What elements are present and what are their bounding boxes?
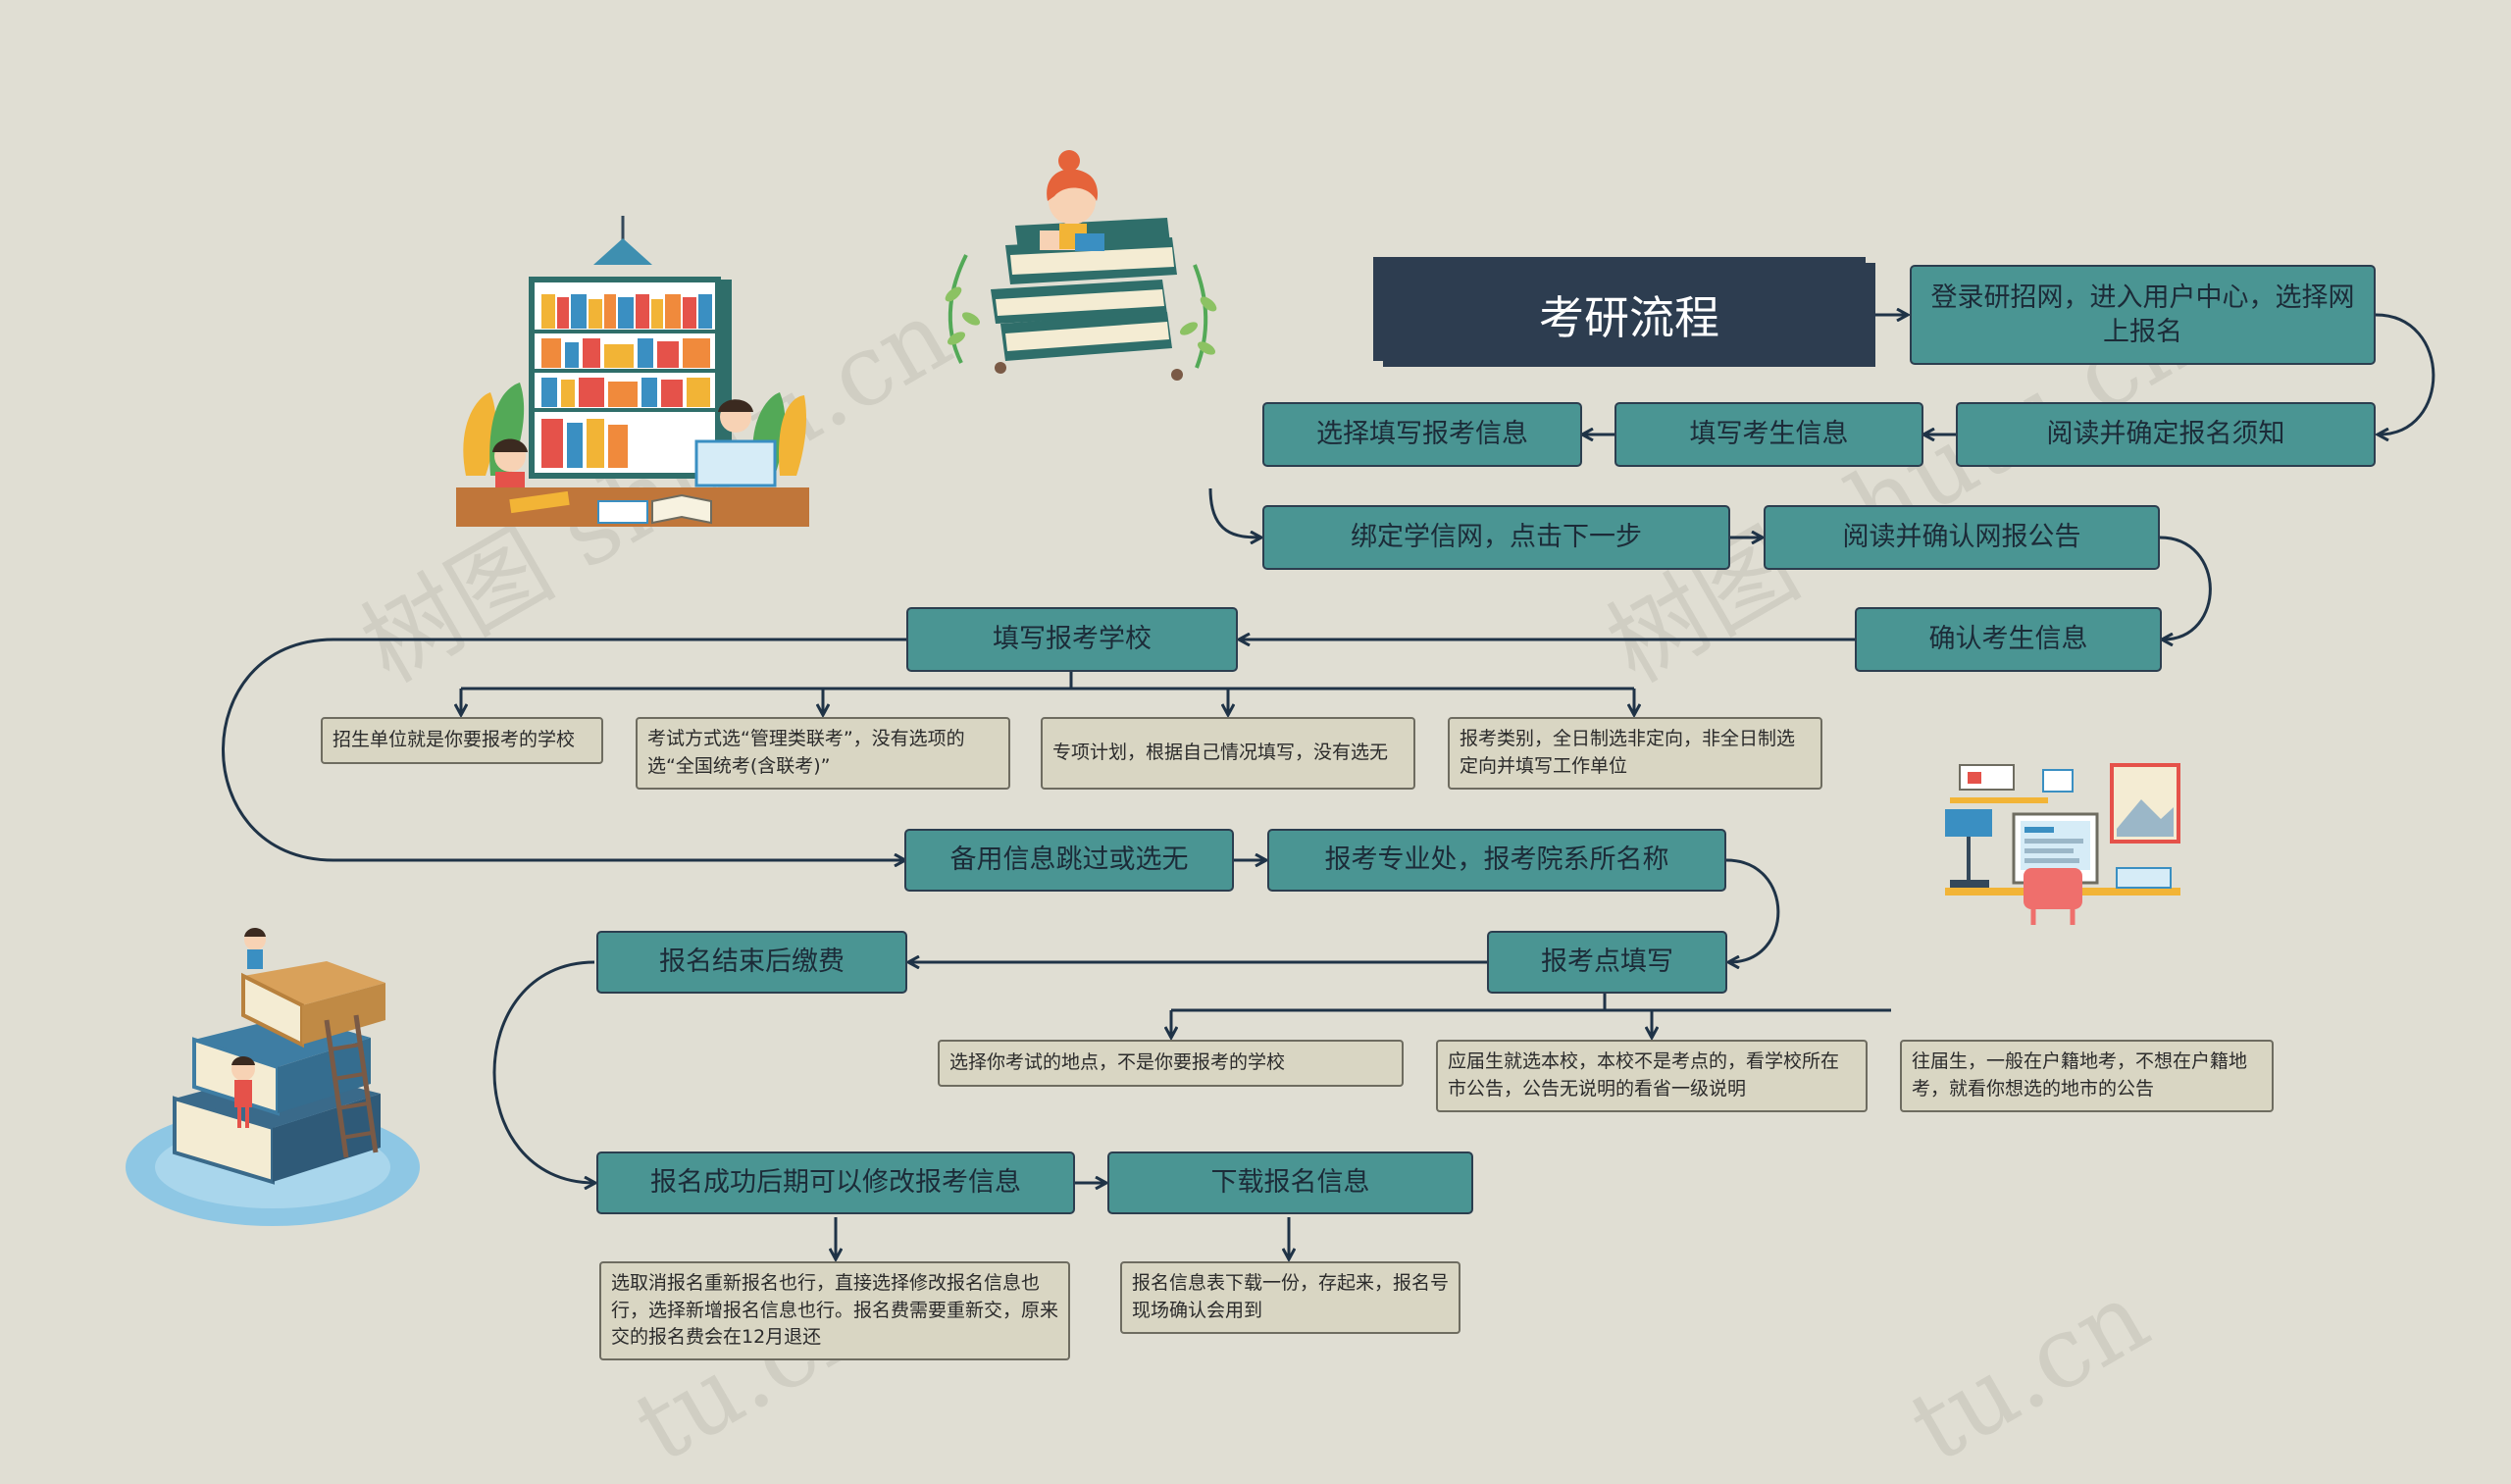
bookshelf-illustration bbox=[456, 216, 809, 527]
step-download: 下载报名信息 bbox=[1107, 1151, 1473, 1214]
step-backup: 备用信息跳过或选无 bbox=[904, 829, 1234, 892]
note-school-4: 报考类别，全日制选非定向，非全日制选定向并填写工作单位 bbox=[1448, 717, 1822, 790]
note-site-1: 选择你考试的地点，不是你要报考的学校 bbox=[938, 1040, 1404, 1087]
step-major: 报考专业处，报考院系所名称 bbox=[1267, 829, 1726, 892]
step-modify: 报名成功后期可以修改报考信息 bbox=[596, 1151, 1075, 1214]
mindmap-canvas: 树图 shutu.cn 树图 shutu.cn tu.cn tu.cn bbox=[126, 150, 2435, 1484]
step-select-info: 选择填写报考信息 bbox=[1262, 402, 1582, 467]
note-school-1: 招生单位就是你要报考的学校 bbox=[321, 717, 603, 764]
note-download: 报名信息表下载一份，存起来，报名号现场确认会用到 bbox=[1120, 1261, 1460, 1334]
step-fill-info: 填写考生信息 bbox=[1614, 402, 1923, 467]
step-bind-xuexin: 绑定学信网，点击下一步 bbox=[1262, 505, 1730, 570]
note-site-2: 应届生就选本校，本校不是考点的，看学校所在市公告，公告无说明的看省一级说明 bbox=[1436, 1040, 1868, 1112]
note-modify: 选取消报名重新报名也行，直接选择修改报名信息也行，选择新增报名信息也行。报名费需… bbox=[599, 1261, 1070, 1360]
diagram-title: 考研流程 bbox=[1383, 263, 1875, 367]
step-fill-school: 填写报考学校 bbox=[906, 607, 1238, 672]
step-read-announce: 阅读并确认网报公告 bbox=[1764, 505, 2160, 570]
step-pay: 报名结束后缴费 bbox=[596, 931, 907, 994]
step-exam-site: 报考点填写 bbox=[1487, 931, 1727, 994]
step-login: 登录研招网，进入用户中心，选择网上报名 bbox=[1910, 265, 2376, 365]
girl-reading-illustration bbox=[945, 150, 1217, 381]
note-school-3: 专项计划，根据自己情况填写，没有选无 bbox=[1041, 717, 1415, 790]
watermark: tu.cn bbox=[1890, 1258, 2167, 1484]
desk-illustration bbox=[1945, 763, 2180, 925]
step-confirm-info: 确认考生信息 bbox=[1855, 607, 2162, 672]
note-school-2: 考试方式选“管理类联考”，没有选项的选“全国统考(含联考)” bbox=[636, 717, 1010, 790]
book-stack-illustration bbox=[126, 928, 420, 1226]
step-read-notice: 阅读并确定报名须知 bbox=[1956, 402, 2376, 467]
note-site-3: 往届生，一般在户籍地考，不想在户籍地考，就看你想选的地市的公告 bbox=[1900, 1040, 2274, 1112]
